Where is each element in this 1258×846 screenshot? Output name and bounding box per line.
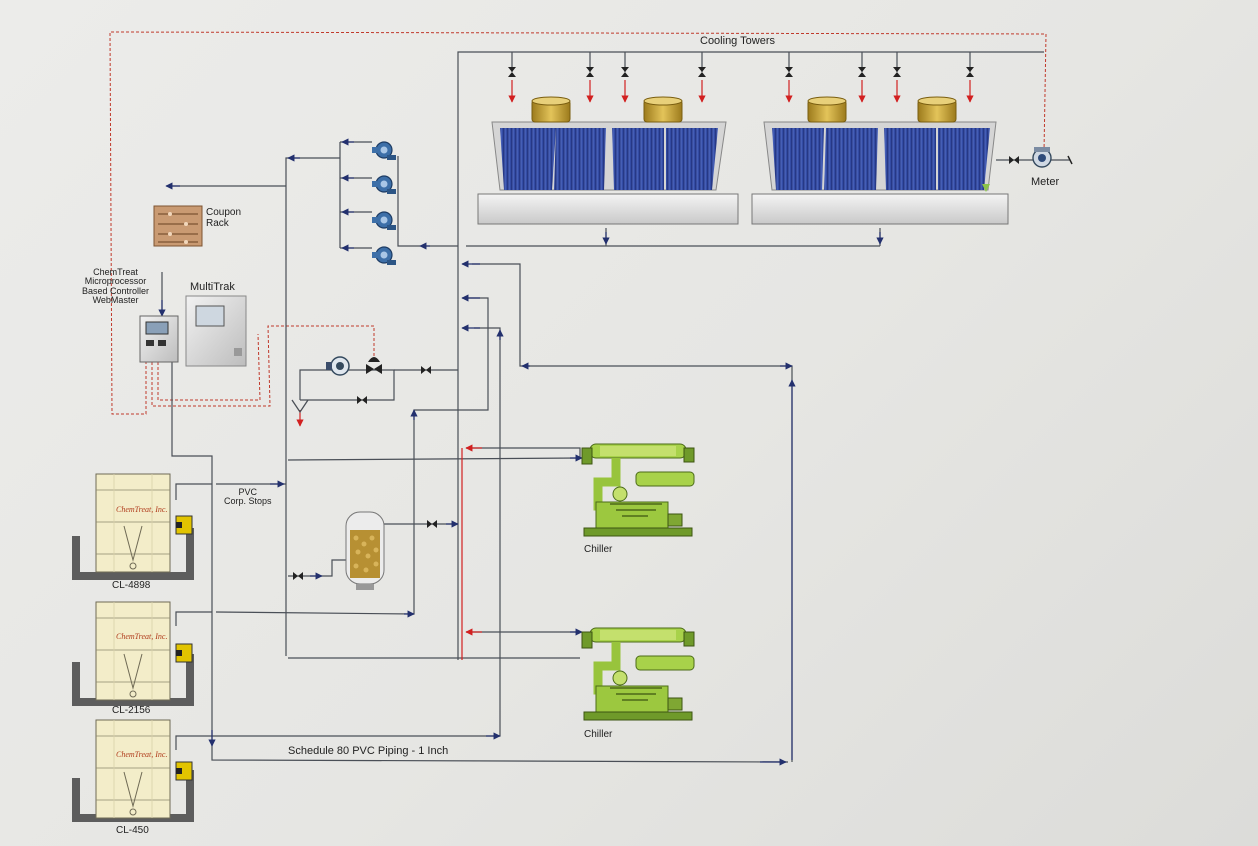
drain-icon <box>291 399 309 414</box>
signal-line-meter <box>109 31 1047 415</box>
pump-icon[interactable] <box>371 141 397 161</box>
meter-label: Meter <box>1031 176 1060 188</box>
coupon-rack-label: Coupon Rack <box>206 207 242 229</box>
pump-icon[interactable] <box>371 175 397 195</box>
chiller-2-graphic <box>582 628 694 720</box>
valve-icon[interactable] <box>427 520 437 528</box>
tank-3-brand: ChemTreat, Inc. <box>116 750 168 759</box>
cooling-tower-1 <box>477 96 739 225</box>
pumps <box>371 141 397 266</box>
signal-lines <box>109 31 1047 415</box>
signal-line-valve <box>151 325 375 407</box>
flow-arrows-blue <box>158 138 884 766</box>
valve-icon[interactable] <box>893 67 901 77</box>
valve-icon[interactable] <box>508 67 516 77</box>
chemtreat-controller <box>139 315 179 363</box>
flow-arrows-red <box>296 80 974 660</box>
valve-icon[interactable] <box>621 67 629 77</box>
valve-icon[interactable] <box>586 67 594 77</box>
tank-2-graphic <box>72 601 194 706</box>
tank-2-label: CL-2156 <box>112 705 151 716</box>
tank-3-graphic <box>72 719 194 822</box>
valve-icon[interactable] <box>858 67 866 77</box>
tank-2-brand: ChemTreat, Inc. <box>116 632 168 641</box>
valve-icon[interactable] <box>421 366 431 374</box>
coupon-rack <box>153 205 203 247</box>
chiller-1-label: Chiller <box>584 544 613 555</box>
cooling-tower-2 <box>751 96 1009 225</box>
tank-1-brand: ChemTreat, Inc. <box>116 505 168 514</box>
valve-icon[interactable] <box>293 572 303 580</box>
pump-icon[interactable] <box>371 211 397 231</box>
controller-label: ChemTreat Microprocessor Based Controlle… <box>82 267 150 306</box>
pipes <box>161 51 1070 763</box>
valve-icon[interactable] <box>698 67 706 77</box>
chiller-1-graphic <box>582 444 694 536</box>
tank-1-label: CL-4898 <box>112 580 151 591</box>
multitrak-label: MultiTrak <box>190 281 235 293</box>
tank-1-graphic <box>72 473 194 580</box>
pvc-stops-label: PVC Corp. Stops <box>224 487 272 507</box>
filter-vessel <box>345 511 385 590</box>
valve-icon[interactable] <box>1009 156 1019 164</box>
sample-instruments <box>291 356 382 414</box>
tank-3-label: CL-450 <box>116 825 149 836</box>
piping-label: Schedule 80 PVC Piping - 1 Inch <box>288 745 449 757</box>
valve-icon[interactable] <box>785 67 793 77</box>
valve-icon[interactable] <box>966 67 974 77</box>
valve-icon[interactable] <box>357 396 367 404</box>
meter-icon[interactable] <box>1032 147 1073 168</box>
control-valve-icon <box>366 364 382 374</box>
multitrak-cabinet <box>185 295 247 367</box>
cooling-towers-label: Cooling Towers <box>700 35 776 47</box>
pump-icon[interactable] <box>371 246 397 266</box>
chiller-2-label: Chiller <box>584 729 613 740</box>
